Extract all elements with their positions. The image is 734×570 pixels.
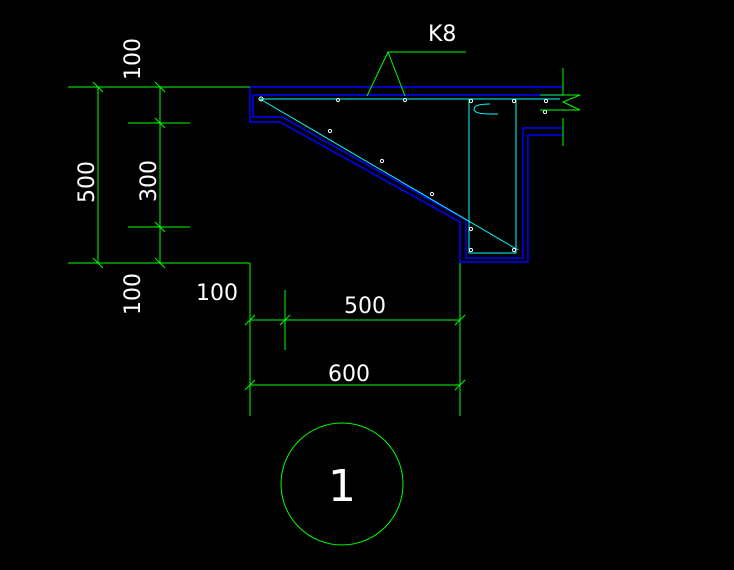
tick: [92, 81, 104, 93]
stirrup: [468, 98, 517, 254]
dim-bottom-offset: 100: [196, 281, 238, 306]
dim-left-total: 500: [75, 161, 100, 203]
dim-left-bottom: 100: [121, 273, 146, 315]
bar-dot: [468, 98, 474, 104]
dim-bottom-inner: 500: [344, 294, 386, 319]
outline-outer: [249, 86, 563, 263]
bar-dot: [468, 247, 474, 253]
tick: [154, 221, 166, 233]
bar-dot: [379, 158, 385, 164]
tick: [154, 117, 166, 129]
tick: [454, 314, 466, 326]
bar-dot: [511, 247, 517, 253]
break-symbol: [540, 94, 581, 111]
bar-dot: [511, 98, 517, 104]
bar-dot: [429, 191, 435, 197]
tick: [279, 314, 291, 326]
dim-left-middle: 300: [137, 160, 162, 202]
tick: [244, 379, 256, 391]
rebar-mark-label: K8: [428, 22, 456, 47]
tick: [154, 257, 166, 269]
dim-left-top: 100: [121, 38, 146, 80]
k8-leader: [366, 51, 466, 97]
section-number: 1: [328, 461, 356, 512]
hook-rebar: [473, 103, 498, 115]
tick: [92, 257, 104, 269]
tick: [154, 81, 166, 93]
bar-dot: [542, 109, 548, 115]
bar-dot: [468, 226, 474, 232]
bar-dots: [258, 96, 549, 253]
dimension-lines: [68, 51, 581, 546]
diagonal-rebar: [259, 98, 519, 251]
bar-dot: [327, 128, 333, 134]
outline-inner: [252, 94, 563, 259]
bar-dot: [543, 98, 549, 104]
tick: [244, 314, 256, 326]
bar-dot: [402, 97, 408, 103]
bar-dot: [335, 97, 341, 103]
section-circle: [280, 422, 404, 546]
rebar-group: [259, 98, 560, 254]
tick: [454, 379, 466, 391]
bar-dot: [258, 96, 264, 102]
dim-bottom-total: 600: [328, 362, 370, 387]
section-outline: [249, 86, 563, 263]
